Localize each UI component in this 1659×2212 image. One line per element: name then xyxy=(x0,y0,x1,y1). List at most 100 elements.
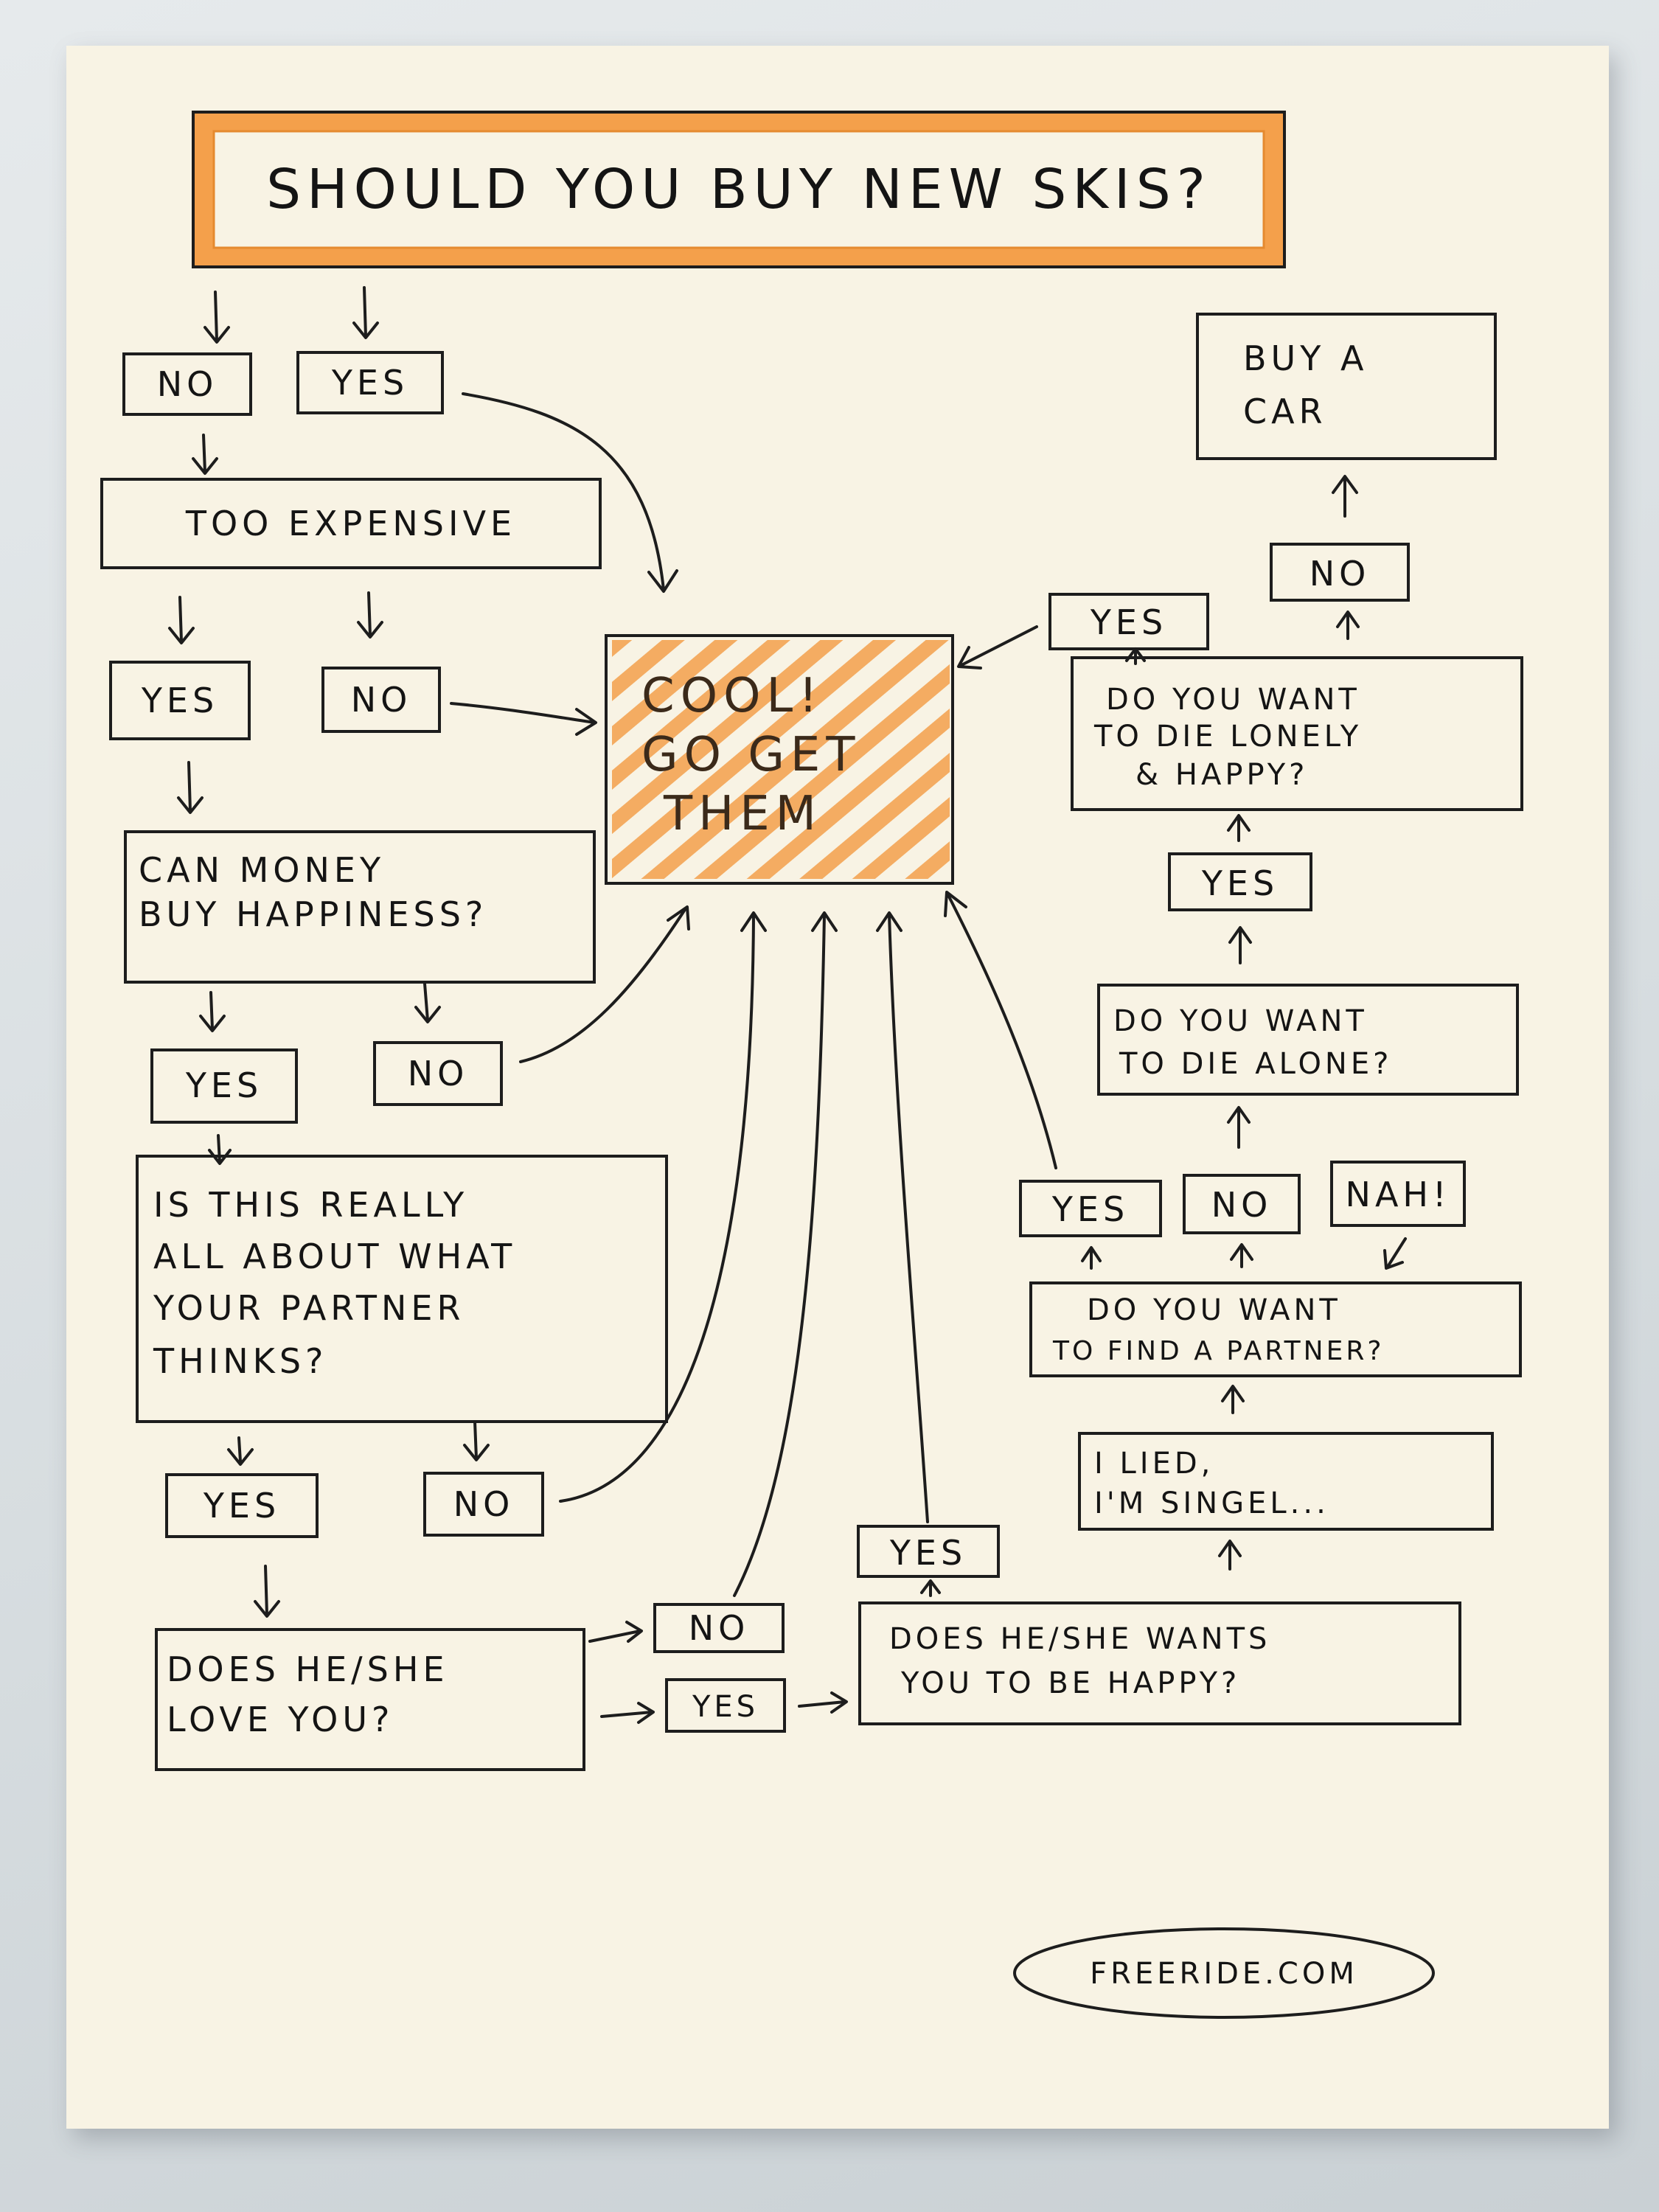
start-no-label: NO xyxy=(157,364,218,404)
arrowhead xyxy=(575,708,597,736)
arrowhead xyxy=(1332,475,1358,494)
happy-question-box: DOES HE/SHE WANTS YOU TO BE HAPPY? xyxy=(858,1601,1461,1725)
arrow-expensive-to-no xyxy=(367,591,372,637)
arrowhead xyxy=(199,1015,226,1032)
arrowhead xyxy=(414,1006,441,1023)
buy-car-box: BUY A CAR xyxy=(1196,313,1497,460)
arrow-love-to-yes xyxy=(600,1711,653,1718)
lied-line1: I LIED, xyxy=(1094,1447,1214,1481)
money-no-box: NO xyxy=(373,1041,503,1106)
start-yes-label: YES xyxy=(331,363,408,403)
arrow-start-yes-to-cool xyxy=(462,392,665,591)
money-yes-label: YES xyxy=(185,1065,262,1105)
start-yes-box: YES xyxy=(296,351,444,414)
die-alone-box: DO YOU WANT TO DIE ALONE? xyxy=(1097,984,1519,1096)
die-alone-line1: DO YOU WANT xyxy=(1113,1004,1368,1038)
buy-car-line1: BUY A xyxy=(1243,338,1368,378)
die-alone-yes-label: YES xyxy=(1201,863,1279,903)
arrowhead xyxy=(177,796,204,814)
find-nah-label: NAH! xyxy=(1346,1175,1451,1214)
arrow-partner-to-no xyxy=(473,1420,478,1460)
footer-badge: FREERIDE.COM xyxy=(1013,1927,1435,2019)
find-no-box: NO xyxy=(1183,1174,1301,1234)
arrowhead xyxy=(1230,1243,1253,1261)
find-nah-box: NAH! xyxy=(1330,1161,1466,1227)
money-question-line2: BUY HAPPINESS? xyxy=(139,894,487,934)
die-lonely-yes-label: YES xyxy=(1090,602,1167,642)
too-expensive-label: TOO EXPENSIVE xyxy=(185,504,516,543)
money-yes-box: YES xyxy=(150,1048,298,1124)
partner-question-box: IS THIS REALLY ALL ABOUT WHAT YOUR PARTN… xyxy=(136,1155,668,1423)
arrowhead xyxy=(625,1621,643,1643)
die-lonely-line2: TO DIE LONELY xyxy=(1093,720,1362,754)
money-no-label: NO xyxy=(408,1054,469,1093)
money-question-line1: CAN MONEY xyxy=(139,850,385,890)
too-expensive-box: TOO EXPENSIVE xyxy=(100,478,602,569)
partner-question-line1: IS THIS REALLY xyxy=(153,1185,468,1225)
arrowhead xyxy=(957,646,982,669)
partner-no-box: NO xyxy=(423,1472,544,1537)
love-question-line2: LOVE YOU? xyxy=(167,1700,394,1739)
arrow-title-to-yes xyxy=(363,286,367,338)
happy-question-line2: YOU TO BE HAPPY? xyxy=(900,1666,1240,1700)
love-yes-box: YES xyxy=(665,1678,786,1733)
arrowhead xyxy=(830,1691,848,1714)
arrowhead xyxy=(208,1149,232,1165)
arrowhead xyxy=(1227,814,1251,832)
cool-box: COOL! GO GET THEM xyxy=(605,634,954,885)
arrow-title-to-no xyxy=(214,291,218,342)
title-box: SHOULD YOU BUY NEW SKIS? xyxy=(192,111,1286,268)
arrow-money-to-no xyxy=(423,982,429,1022)
lied-box: I LIED, I'M SINGEL... xyxy=(1078,1432,1494,1531)
arrowhead xyxy=(463,1444,490,1461)
die-lonely-no-box: NO xyxy=(1270,543,1410,602)
too-expensive-yes-label: YES xyxy=(141,681,218,720)
arrowhead xyxy=(168,627,195,644)
cool-line2: GO GET xyxy=(641,728,860,782)
arrowhead xyxy=(1081,1246,1102,1262)
love-question-box: DOES HE/SHE LOVE YOU? xyxy=(155,1628,585,1771)
arrow-money-to-yes xyxy=(209,991,214,1031)
connectors xyxy=(168,286,1407,1724)
arrowhead xyxy=(667,905,690,931)
happy-question-line1: DOES HE/SHE WANTS xyxy=(889,1622,1270,1656)
die-lonely-no-label: NO xyxy=(1310,554,1371,594)
arrowhead xyxy=(357,621,383,639)
arrowhead xyxy=(944,891,967,917)
footer-text: FREERIDE.COM xyxy=(1090,1957,1358,1991)
die-alone-yes-box: YES xyxy=(1168,852,1312,911)
arrowhead xyxy=(1218,1540,1242,1557)
page-title: SHOULD YOU BUY NEW SKIS? xyxy=(266,158,1211,221)
arrowhead xyxy=(1125,647,1146,662)
arrowhead xyxy=(637,1702,655,1724)
partner-yes-box: YES xyxy=(165,1473,319,1538)
arrow-money-no-to-cool xyxy=(519,907,687,1063)
love-yes-label: YES xyxy=(692,1690,759,1724)
arrow-partner-to-yes xyxy=(237,1436,242,1463)
buy-car-line2: CAR xyxy=(1243,392,1327,431)
arrowhead xyxy=(920,1579,941,1594)
find-yes-box: YES xyxy=(1019,1180,1162,1237)
arrow-te-yes-to-money xyxy=(187,761,192,813)
happy-yes-box: YES xyxy=(857,1525,1000,1578)
partner-yes-label: YES xyxy=(203,1486,280,1526)
love-question-line1: DOES HE/SHE xyxy=(167,1649,449,1689)
die-alone-line2: TO DIE ALONE? xyxy=(1119,1047,1392,1081)
arrow-love-no-to-cool xyxy=(733,913,826,1597)
find-partner-line2: TO FIND A PARTNER? xyxy=(1052,1336,1384,1366)
find-no-label: NO xyxy=(1211,1185,1273,1225)
arrowhead xyxy=(811,911,838,932)
arrowhead xyxy=(1336,611,1360,628)
arrowhead xyxy=(647,569,678,593)
arrow-partner-yes-to-love xyxy=(264,1565,268,1616)
love-no-label: NO xyxy=(689,1608,750,1648)
arrow-te-no-to-cool xyxy=(450,702,596,724)
partner-question-line3: YOUR PARTNER xyxy=(153,1288,465,1328)
find-partner-box: DO YOU WANT TO FIND A PARTNER? xyxy=(1029,1281,1522,1377)
find-partner-line1: DO YOU WANT xyxy=(1087,1293,1341,1327)
money-question-box: CAN MONEY BUY HAPPINESS? xyxy=(124,830,596,984)
arrow-expensive-to-yes xyxy=(178,596,183,643)
arrowhead xyxy=(192,457,218,475)
arrowhead xyxy=(1227,1106,1251,1124)
arrowhead xyxy=(1383,1249,1404,1270)
